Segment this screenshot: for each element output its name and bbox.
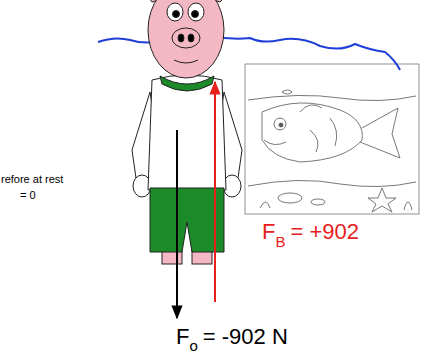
force-symbol: F [176,326,189,348]
force-symbol: F [262,221,275,243]
water-line [98,34,400,70]
buoyancy-arrow [214,82,216,302]
weight-arrow [176,130,178,318]
note-text: refore at rest [1,174,63,185]
force-value: = +902 [290,221,359,243]
note-text: = 0 [20,190,36,201]
force-subscript: B [275,234,285,249]
force-value: = -902 N [203,326,288,348]
pig-figure [132,0,242,264]
force-subscript: o [189,338,197,353]
fish-picture [245,64,419,214]
